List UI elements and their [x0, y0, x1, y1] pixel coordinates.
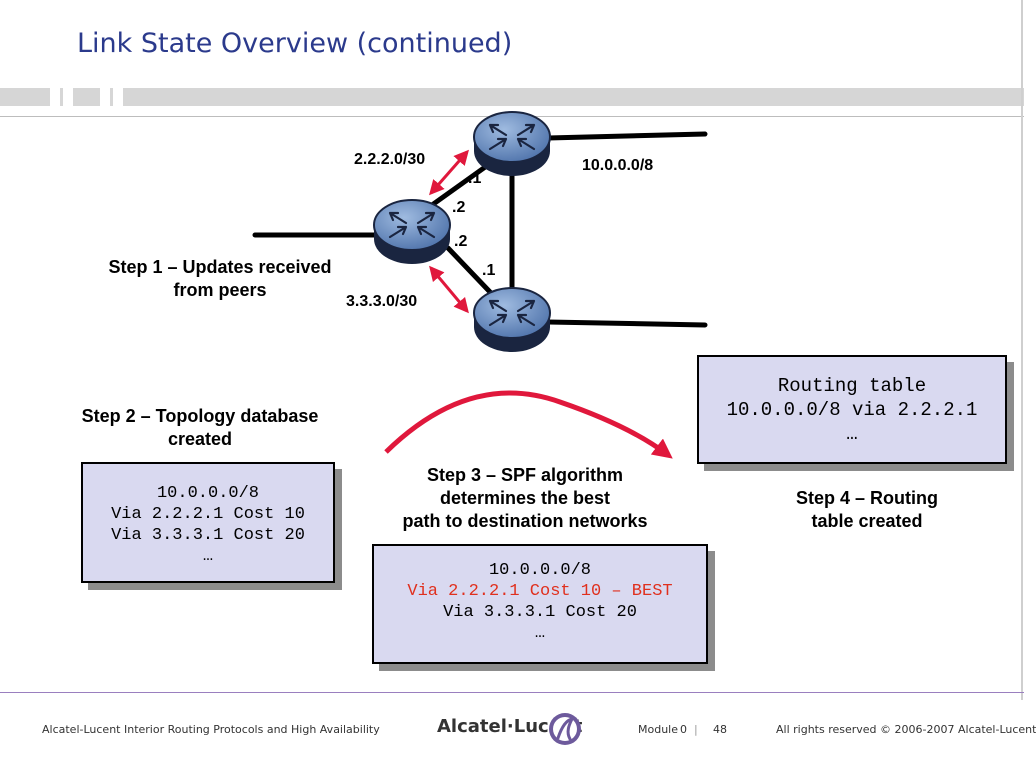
step3-line2: determines the best: [439, 488, 611, 508]
footer-module-number: 0: [680, 723, 687, 736]
label-left-interface-top: .2: [452, 199, 466, 216]
footer-page-number: 48: [713, 723, 727, 736]
step2-line1: Step 2 – Topology database: [81, 406, 319, 426]
spf-result-box: 10.0.0.0/8 Via 2.2.2.1 Cost 10 – BEST Vi…: [372, 544, 708, 664]
spf-line-alt: Via 3.3.3.1 Cost 20: [443, 603, 637, 622]
label-bottom-interface: .1: [482, 262, 496, 279]
topology-line: 10.0.0.0/8: [156, 484, 260, 503]
label-top-interface: .1: [468, 170, 482, 187]
step3-line3: path to destination networks: [402, 511, 648, 531]
router-bottom: [473, 287, 551, 352]
spf-line-more: …: [534, 624, 546, 643]
routing-table-title: Routing table: [777, 375, 927, 397]
header-band: [0, 88, 1024, 106]
frame-edge: [1021, 0, 1023, 700]
routing-table-box: Routing table 10.0.0.0/8 via 2.2.2.1 …: [697, 355, 1007, 464]
label-net-3-3-3-0: 3.3.3.0/30: [346, 293, 418, 310]
slide-title: Link State Overview (continued): [77, 28, 513, 59]
label-net-10-0-0-0: 10.0.0.0/8: [582, 157, 654, 174]
header-band-gap: [100, 88, 110, 106]
step2-text: Step 2 – Topology database created: [50, 405, 350, 451]
router-top: [473, 111, 551, 176]
network-diagram: [252, 111, 708, 459]
link-top-dest: [545, 131, 708, 141]
footer-module-label: Module: [638, 723, 678, 736]
footer-rights: All rights reserved © 2006-2007 Alcatel-…: [776, 723, 1036, 736]
update-arrow-top: [429, 149, 469, 196]
header-band-gap: [50, 88, 60, 106]
footer-divider: [0, 692, 1024, 693]
link-bottom-dest: [545, 319, 708, 328]
footer-course: Alcatel-Lucent Interior Routing Protocol…: [42, 723, 380, 736]
step1-line1: Step 1 – Updates received: [108, 257, 332, 277]
brand-name: Alcatel·Lucent: [437, 716, 583, 737]
header-band-gap: [63, 88, 73, 106]
label-left-interface-bottom: .2: [454, 233, 468, 250]
step3-line1: Step 3 – SPF algorithm: [426, 465, 624, 485]
step4-line1: Step 4 – Routing: [795, 488, 938, 508]
routing-table-entry: 10.0.0.0/8 via 2.2.2.1: [726, 399, 978, 421]
link-left-bottom: [445, 245, 493, 295]
spf-curve-arrow: [384, 390, 673, 459]
label-net-2-2-2-0: 2.2.2.0/30: [354, 151, 426, 168]
topology-line: …: [202, 547, 214, 566]
spf-line-dest: 10.0.0.0/8: [488, 561, 592, 580]
router-arrows-icon: [488, 299, 536, 327]
footer-separator: |: [694, 723, 698, 736]
update-arrow-bottom: [429, 265, 469, 314]
step4-line2: table created: [811, 511, 923, 531]
step3-text: Step 3 – SPF algorithm determines the be…: [370, 464, 680, 533]
header-band-gap: [113, 88, 123, 106]
routing-table-more: …: [846, 423, 858, 445]
router-left: [373, 199, 451, 264]
topology-line: Via 3.3.3.1 Cost 20: [111, 526, 305, 545]
topology-line: Via 2.2.2.1 Cost 10: [111, 505, 305, 524]
router-arrows-icon: [388, 211, 436, 239]
router-arrows-icon: [488, 123, 536, 151]
spf-line-best: Via 2.2.2.1 Cost 10 – BEST: [407, 582, 673, 601]
step4-text: Step 4 – Routing table created: [737, 487, 997, 533]
topology-database-box: 10.0.0.0/8 Via 2.2.2.1 Cost 10 Via 3.3.3…: [81, 462, 335, 583]
step2-line2: created: [167, 429, 233, 449]
step1-line2: from peers: [173, 280, 267, 300]
step1-text: Step 1 – Updates received from peers: [70, 256, 370, 302]
alcatel-lucent-logo-icon: [549, 713, 581, 745]
